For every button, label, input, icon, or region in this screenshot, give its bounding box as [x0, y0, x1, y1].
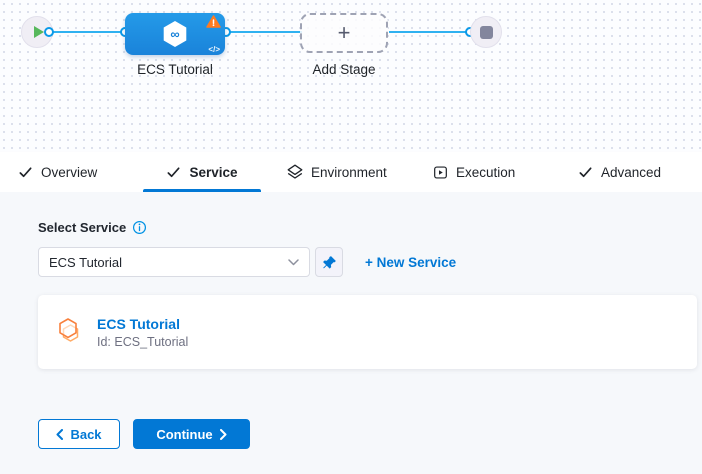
chevron-down-icon: [288, 258, 299, 265]
service-hexagon-icon: [59, 318, 79, 342]
select-service-label: Select Service: [38, 220, 127, 235]
execution-icon: [434, 165, 447, 179]
chevron-right-icon: [219, 428, 227, 440]
service-select[interactable]: ECS Tutorial: [38, 247, 310, 277]
svg-text:∞: ∞: [170, 27, 179, 42]
continue-button-label: Continue: [156, 426, 213, 442]
active-tab-underline: [143, 189, 261, 192]
chevron-left-icon: [56, 428, 64, 440]
service-tab-panel: Select Service ECS Tutorial + New Servic…: [0, 192, 702, 474]
check-icon: [167, 166, 180, 177]
add-stage-label: Add Stage: [312, 62, 376, 77]
back-button-label: Back: [70, 426, 102, 442]
stage-name-label: ECS Tutorial: [137, 62, 213, 77]
tab-advanced[interactable]: Advanced: [578, 152, 661, 192]
pin-service-button[interactable]: [315, 247, 343, 277]
connector-line: [389, 31, 472, 33]
tab-service[interactable]: Service: [143, 152, 261, 192]
environment-icon: [287, 164, 303, 179]
select-service-label-row: Select Service: [38, 220, 147, 235]
pin-icon: [322, 255, 336, 269]
tab-label: Execution: [456, 164, 516, 180]
check-icon: [579, 166, 592, 177]
service-card-text: ECS Tutorial Id: ECS_Tutorial: [97, 316, 188, 349]
play-icon: [33, 26, 44, 38]
add-stage-button[interactable]: +: [300, 13, 388, 53]
continue-button[interactable]: Continue: [133, 419, 250, 449]
cd-stage-hexagon-icon: ∞: [163, 21, 187, 47]
tab-label: Overview: [41, 164, 98, 180]
plus-icon: +: [337, 20, 351, 45]
tab-execution[interactable]: Execution: [433, 152, 515, 192]
service-select-value: ECS Tutorial: [49, 254, 122, 270]
service-card[interactable]: ECS Tutorial Id: ECS_Tutorial: [38, 295, 697, 369]
stage-node[interactable]: ∞ </>: [125, 13, 225, 55]
pipeline-canvas: ∞ </> ECS Tutorial + Add Stage: [0, 0, 702, 152]
stop-icon: [479, 25, 493, 39]
back-button[interactable]: Back: [38, 419, 120, 449]
stage-tabs: Overview Service Environment Execution: [0, 152, 702, 192]
connector-dot: [44, 27, 54, 37]
tab-label: Advanced: [601, 164, 662, 180]
tab-label: Service: [189, 164, 238, 180]
connector-line: [227, 31, 302, 33]
footer-buttons: Back Continue: [38, 419, 250, 449]
warning-icon: [206, 15, 221, 28]
service-card-id: Id: ECS_Tutorial: [97, 334, 189, 349]
info-icon[interactable]: [132, 220, 147, 235]
tab-overview[interactable]: Overview: [18, 152, 97, 192]
new-service-link[interactable]: + New Service: [365, 254, 457, 270]
tab-label: Environment: [311, 164, 387, 180]
tab-environment[interactable]: Environment: [287, 152, 387, 192]
pipeline-end-node[interactable]: [470, 16, 502, 48]
code-icon: </>: [208, 45, 220, 54]
check-icon: [19, 166, 32, 177]
service-card-title: ECS Tutorial: [97, 315, 180, 332]
connector-line: [50, 31, 128, 33]
